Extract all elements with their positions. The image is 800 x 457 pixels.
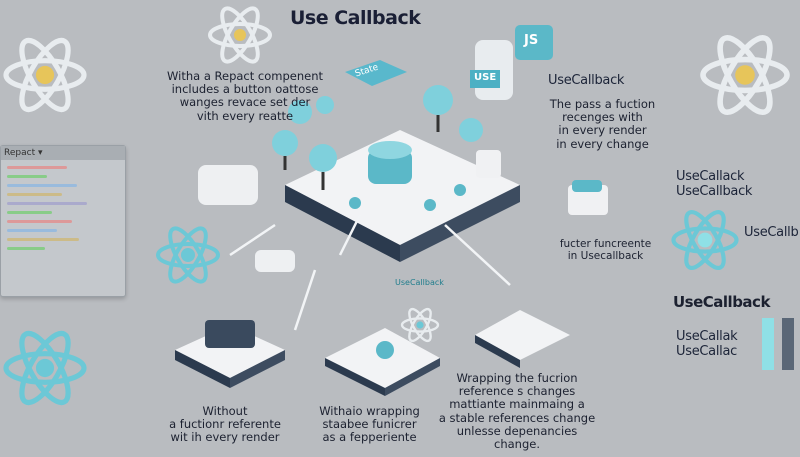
text-line: Without (202, 404, 248, 418)
text-line: mattiante mainmaing a (449, 397, 585, 412)
text-line: Wrapping the fucrion (456, 371, 578, 385)
js-label: JS (524, 33, 539, 48)
text-line: a fuctionr referente (169, 417, 281, 432)
text-line: in every render (558, 123, 647, 138)
page-title: Use Callback (290, 7, 421, 29)
text-line: vith every reatte (196, 108, 294, 123)
text-line: in Usecallback (567, 250, 644, 263)
far-right-heading: UseCallback (673, 293, 770, 311)
text-line: reference s changes (458, 384, 576, 399)
center-usecallback-label: UseCallback (395, 278, 444, 287)
text-line: as a fepperiente (322, 430, 417, 445)
right-description: The pass a fuction recenges with in ever… (535, 97, 670, 151)
bottom-right-caption: Wrapping the fucrion reference s changes… (432, 371, 602, 452)
react-atom-icon (6, 327, 84, 409)
text-line: staabee funicrer (322, 417, 417, 432)
list-item: UseCallack (676, 169, 745, 184)
react-atom-icon (703, 31, 787, 119)
state-card (345, 60, 407, 86)
text-line: The pass a fuction (549, 97, 656, 111)
list-item: UseCallak (676, 329, 738, 344)
far-right-list-1: UseCallack UseCallback (676, 169, 753, 200)
list-item: UseCallback (676, 183, 753, 199)
use-label: USE (474, 72, 497, 83)
left-description: Witha a Repact compenent includes a butt… (150, 69, 340, 123)
atom-label: UseCallb (744, 225, 799, 240)
text-line: wit ih every render (170, 430, 280, 445)
text-line: recenges with (562, 110, 643, 125)
bottom-left-caption: Without a fuctionr referente wit ih ever… (155, 404, 295, 445)
far-right-list-2: UseCallak UseCallac (676, 329, 738, 360)
code-panel: Repact ▾ (0, 145, 126, 297)
list-item: UseCallac (676, 343, 737, 359)
react-atom-icon (6, 34, 84, 116)
code-panel-title: Repact ▾ (1, 146, 125, 160)
react-atom-icon (674, 207, 737, 273)
react-atom-icon (400, 304, 440, 346)
text-line: wanges revace set der (179, 95, 311, 110)
van (198, 165, 258, 205)
text-line: includes a button oattose (171, 82, 319, 97)
bottom-middle-caption: Withaio wrapping staabee funicrer as a f… (312, 404, 427, 445)
text-line: a stable references change (438, 410, 596, 425)
usecallback-heading: UseCallback (548, 73, 625, 88)
mid-right-description: fucter funcreente in Usecallback (548, 238, 663, 262)
text-line: Withaio wrapping (319, 404, 420, 418)
react-atom-icon (208, 1, 272, 69)
text-line: in every change (556, 136, 649, 151)
text-line: unlesse depenancies change. (456, 423, 578, 452)
central-platform (285, 130, 520, 262)
text-line: fucter funcreente (559, 238, 652, 250)
text-line: Witha a Repact compenent (167, 69, 323, 83)
react-atom-icon (156, 221, 220, 289)
